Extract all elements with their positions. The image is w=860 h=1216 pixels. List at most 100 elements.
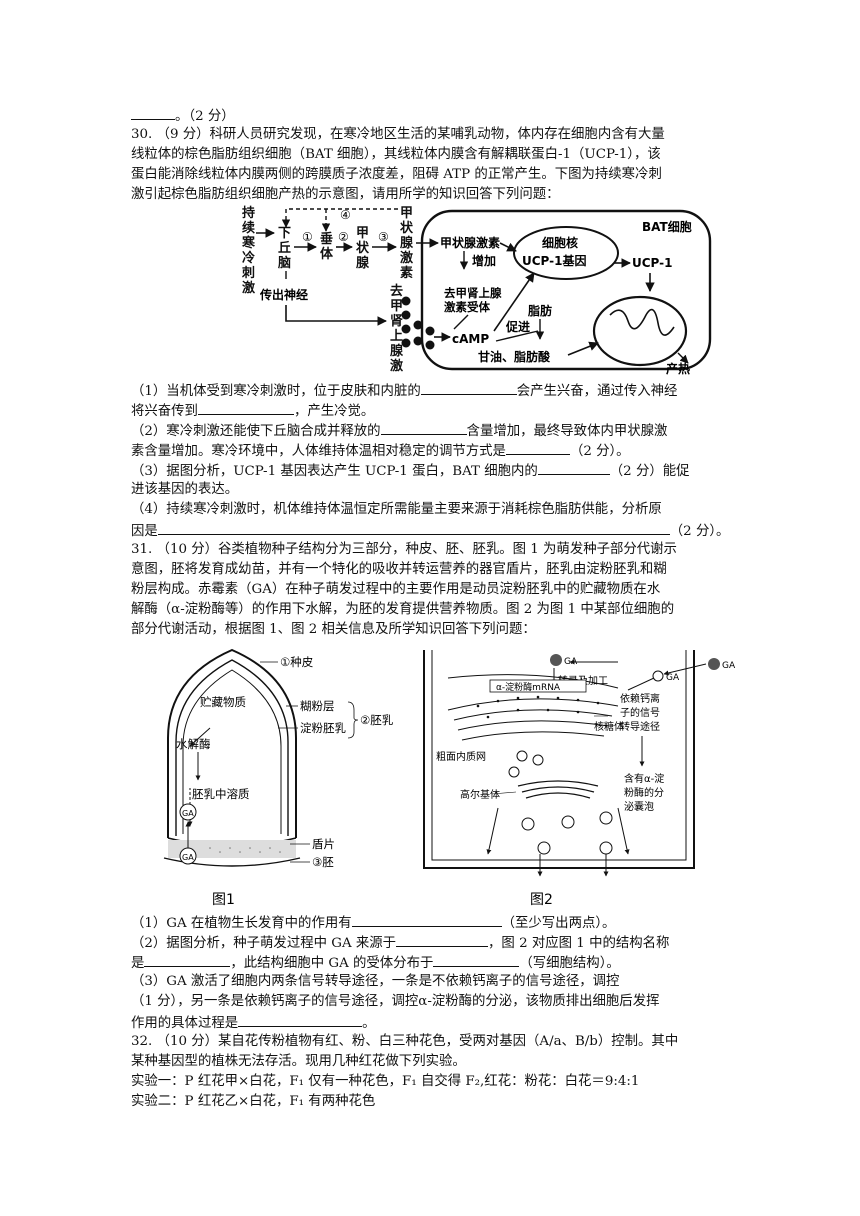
answer-blank[interactable]: [380, 420, 467, 435]
answer-blank[interactable]: [537, 460, 610, 475]
svg-text:续: 续: [242, 220, 255, 236]
svg-text:素: 素: [400, 265, 413, 281]
ga-upper: GA: [182, 809, 194, 818]
q29-tail-line: 。（2 分）: [131, 105, 731, 127]
mitochondrion: [592, 295, 688, 367]
ga-lower: GA: [182, 853, 194, 862]
solute-label: 胚乳中溶质: [192, 787, 250, 801]
ga-receptor-label: GA: [666, 673, 680, 683]
glycerol-label: 甘油、脂肪酸: [478, 349, 551, 364]
starchy-endosperm-label: 淀粉胚乳: [300, 721, 346, 735]
q32-exp2: 实验二：P 红花乙×白花，F₁ 有两种花色: [131, 1094, 376, 1109]
svg-text:去: 去: [390, 283, 403, 299]
answer-blank[interactable]: [351, 912, 502, 927]
answer-blank[interactable]: [157, 520, 670, 535]
q31-intro-3: 粉层构成。赤霉素（GA）在种子萌发过程中的主要作用是动员淀粉胚乳中的贮藏物质在水: [131, 582, 661, 597]
answer-blank[interactable]: [420, 380, 517, 395]
answer-blank[interactable]: [238, 1012, 363, 1027]
endosperm-label: ②胚乳: [360, 713, 394, 727]
camp-label: cAMP: [452, 332, 489, 346]
figure-2-caption: 图2: [530, 892, 553, 908]
svg-text:甲: 甲: [356, 226, 369, 241]
q31-s3-line2: （1 分），另一条是依赖钙离子的信号途径，调控α-淀粉酶的分泌，该物质排出细胞后…: [131, 994, 660, 1009]
circle-3: ③: [378, 230, 389, 244]
q31-s3-line3: 作用的具体过程是。: [131, 1012, 731, 1034]
q31-s1: （1）GA 在植物生长发育中的作用有（至少写出两点）。: [131, 912, 731, 934]
embryo-label: ③胚: [312, 855, 334, 869]
circle-1: ①: [302, 230, 313, 244]
golgi-label: 高尔基体: [460, 788, 500, 801]
q30-intro-2: 线粒体的棕色脂肪组织细胞（BAT 细胞），其线粒体内膜含有解耦联蛋白-1（UCP…: [131, 147, 661, 162]
ucp1-label: UCP-1: [632, 256, 672, 270]
answer-blank[interactable]: [144, 952, 231, 967]
q31-figure-2-cell: GA 转录及加工 α-淀粉酶mRNA 核糖体 粗面内质网 高尔基体: [423, 650, 736, 908]
q31-s3-line1: （3）GA 激活了细胞内两条信号转导途径，一条是不依赖钙离子的信号途径，调控: [131, 974, 620, 989]
ucp1-gene-label: UCP-1基因: [522, 253, 586, 268]
svg-text:状: 状: [356, 240, 370, 256]
q30-s2-line2: 素含量增加。寒冷环境中，人体维持体温相对稳定的调节方式是（2 分）。: [131, 440, 731, 462]
q32-exp1: 实验一：P 红花甲×白花，F₁ 仅有一种花色，F₁ 自交得 F₂,红花：粉花：白…: [131, 1074, 640, 1089]
q30-intro-3: 蛋白能消除线粒体内膜两侧的跨膜质子浓度差，阻碍 ATP 的正常产生。下图为持续寒…: [131, 167, 662, 182]
answer-blank[interactable]: [433, 952, 520, 967]
ca-path-1: 依赖钙离: [620, 692, 660, 705]
circle-2: ②: [338, 230, 349, 244]
efferent-nerve-label: 传出神经: [259, 287, 308, 302]
q32-intro-2: 某种基因型的植株无法存活。现用几种红花做下列实验。: [131, 1054, 466, 1069]
circle-4: ④: [340, 208, 351, 222]
q30-intro-1: 30. （9 分）科研人员研究发现，在寒冷地区生活的某哺乳动物，体内存在细胞内含…: [131, 127, 665, 142]
svg-text:下: 下: [278, 226, 291, 241]
q31-s2-line1: （2）据图分析，种子萌发过程中 GA 来源于，图 2 对应图 1 中的结构名称: [131, 932, 731, 954]
th-in-cell: 甲状腺激素: [440, 235, 500, 250]
svg-text:冷: 冷: [242, 250, 255, 266]
svg-text:腺: 腺: [356, 255, 370, 271]
aleurone-label: 糊粉层: [300, 699, 335, 713]
ca-path-3: 转导途径: [620, 720, 660, 733]
q32-intro-1: 32. （10 分）某自花传粉植物有红、粉、白三种花色，受两对基因（A/a、B/…: [131, 1034, 679, 1049]
q30-s3-line2: 进该基因的表达。: [131, 482, 239, 497]
ga-external: GA: [722, 661, 736, 671]
answer-blank[interactable]: [396, 932, 489, 947]
heat-label: 产热: [666, 361, 690, 375]
svg-text:激素受体: 激素受体: [444, 300, 490, 314]
bat-cell-outline: [420, 209, 712, 371]
svg-text:脑: 脑: [278, 255, 291, 271]
svg-text:刺: 刺: [242, 265, 255, 281]
q31-intro-4: 解酶（α-淀粉酶等）的作用下水解，为胚的发育提供营养物质。图 2 为图 1 中某…: [131, 602, 675, 617]
q30-s4-line1: （4）持续寒冷刺激时，机体维持体温恒定所需能量主要来源于消耗棕色脂肪供能，分析原: [131, 502, 662, 517]
q30-s1-line2: 将兴奋传到，产生冷觉。: [131, 400, 731, 422]
svg-text:甲: 甲: [390, 299, 403, 314]
q31-figure-1-seed: ①种皮 贮藏物质 糊粉层 淀粉胚乳 ②胚乳 水解酶 胚乳中溶质 GA GA 盾片…: [163, 648, 394, 908]
q30-s1-line1: （1）当机体受到寒冷刺激时，位于皮肤和内脏的会产生兴奋，通过传入神经: [131, 380, 731, 402]
q30-s4-line2: 因是（2 分）。: [131, 520, 731, 542]
svg-text:状: 状: [400, 220, 414, 236]
seed-coat-label: ①种皮: [280, 655, 314, 669]
scutellum-label: 盾片: [312, 837, 335, 851]
mrna-label: α-淀粉酶mRNA: [496, 681, 561, 693]
vesicle-label-1: 含有α-淀: [624, 772, 664, 785]
stimulus-char: 持: [242, 205, 255, 221]
answer-blank[interactable]: [505, 440, 570, 455]
svg-text:激: 激: [390, 358, 404, 374]
rer-label: 粗面内质网: [436, 750, 486, 763]
answer-blank[interactable]: [131, 105, 175, 120]
text: 。（2 分）: [175, 109, 235, 124]
q30-bat-diagram: 持 续 寒 冷 刺 激 下 丘 脑 垂 体 甲 状 腺 甲 状 腺 激 素 去 …: [241, 205, 712, 375]
q31-intro-1: 31. （10 分）谷类植物种子结构分为三部分，种皮、胚、胚乳。图 1 为萌发种…: [131, 542, 677, 557]
q30-s2-line1: （2）寒冷刺激还能使下丘脑合成并释放的含量增加，最终导致体内甲状腺激: [131, 420, 731, 442]
svg-text:肾: 肾: [390, 314, 404, 329]
fat-label: 脂肪: [527, 303, 552, 318]
vesicle-label-3: 泌囊泡: [624, 800, 654, 813]
svg-text:腺: 腺: [390, 343, 404, 359]
answer-blank[interactable]: [197, 400, 294, 415]
nucleus-label: 细胞核: [542, 235, 578, 250]
q31-intro-2: 意图，胚将发育成幼苗，并有一个特化的吸收并转运营养的器官盾片，胚乳由淀粉胚乳和糊: [131, 562, 667, 577]
svg-text:激: 激: [242, 280, 256, 296]
svg-text:垂: 垂: [320, 231, 333, 247]
svg-text:丘: 丘: [278, 241, 291, 256]
svg-text:激: 激: [400, 250, 414, 266]
svg-text:体: 体: [320, 246, 334, 262]
svg-text:寒: 寒: [241, 235, 256, 251]
ribosome-label: 核糖体: [594, 720, 624, 733]
q30-intro-4: 激引起棕色脂肪组织细胞产热的示意图，请用所学的知识回答下列问题：: [131, 187, 560, 202]
